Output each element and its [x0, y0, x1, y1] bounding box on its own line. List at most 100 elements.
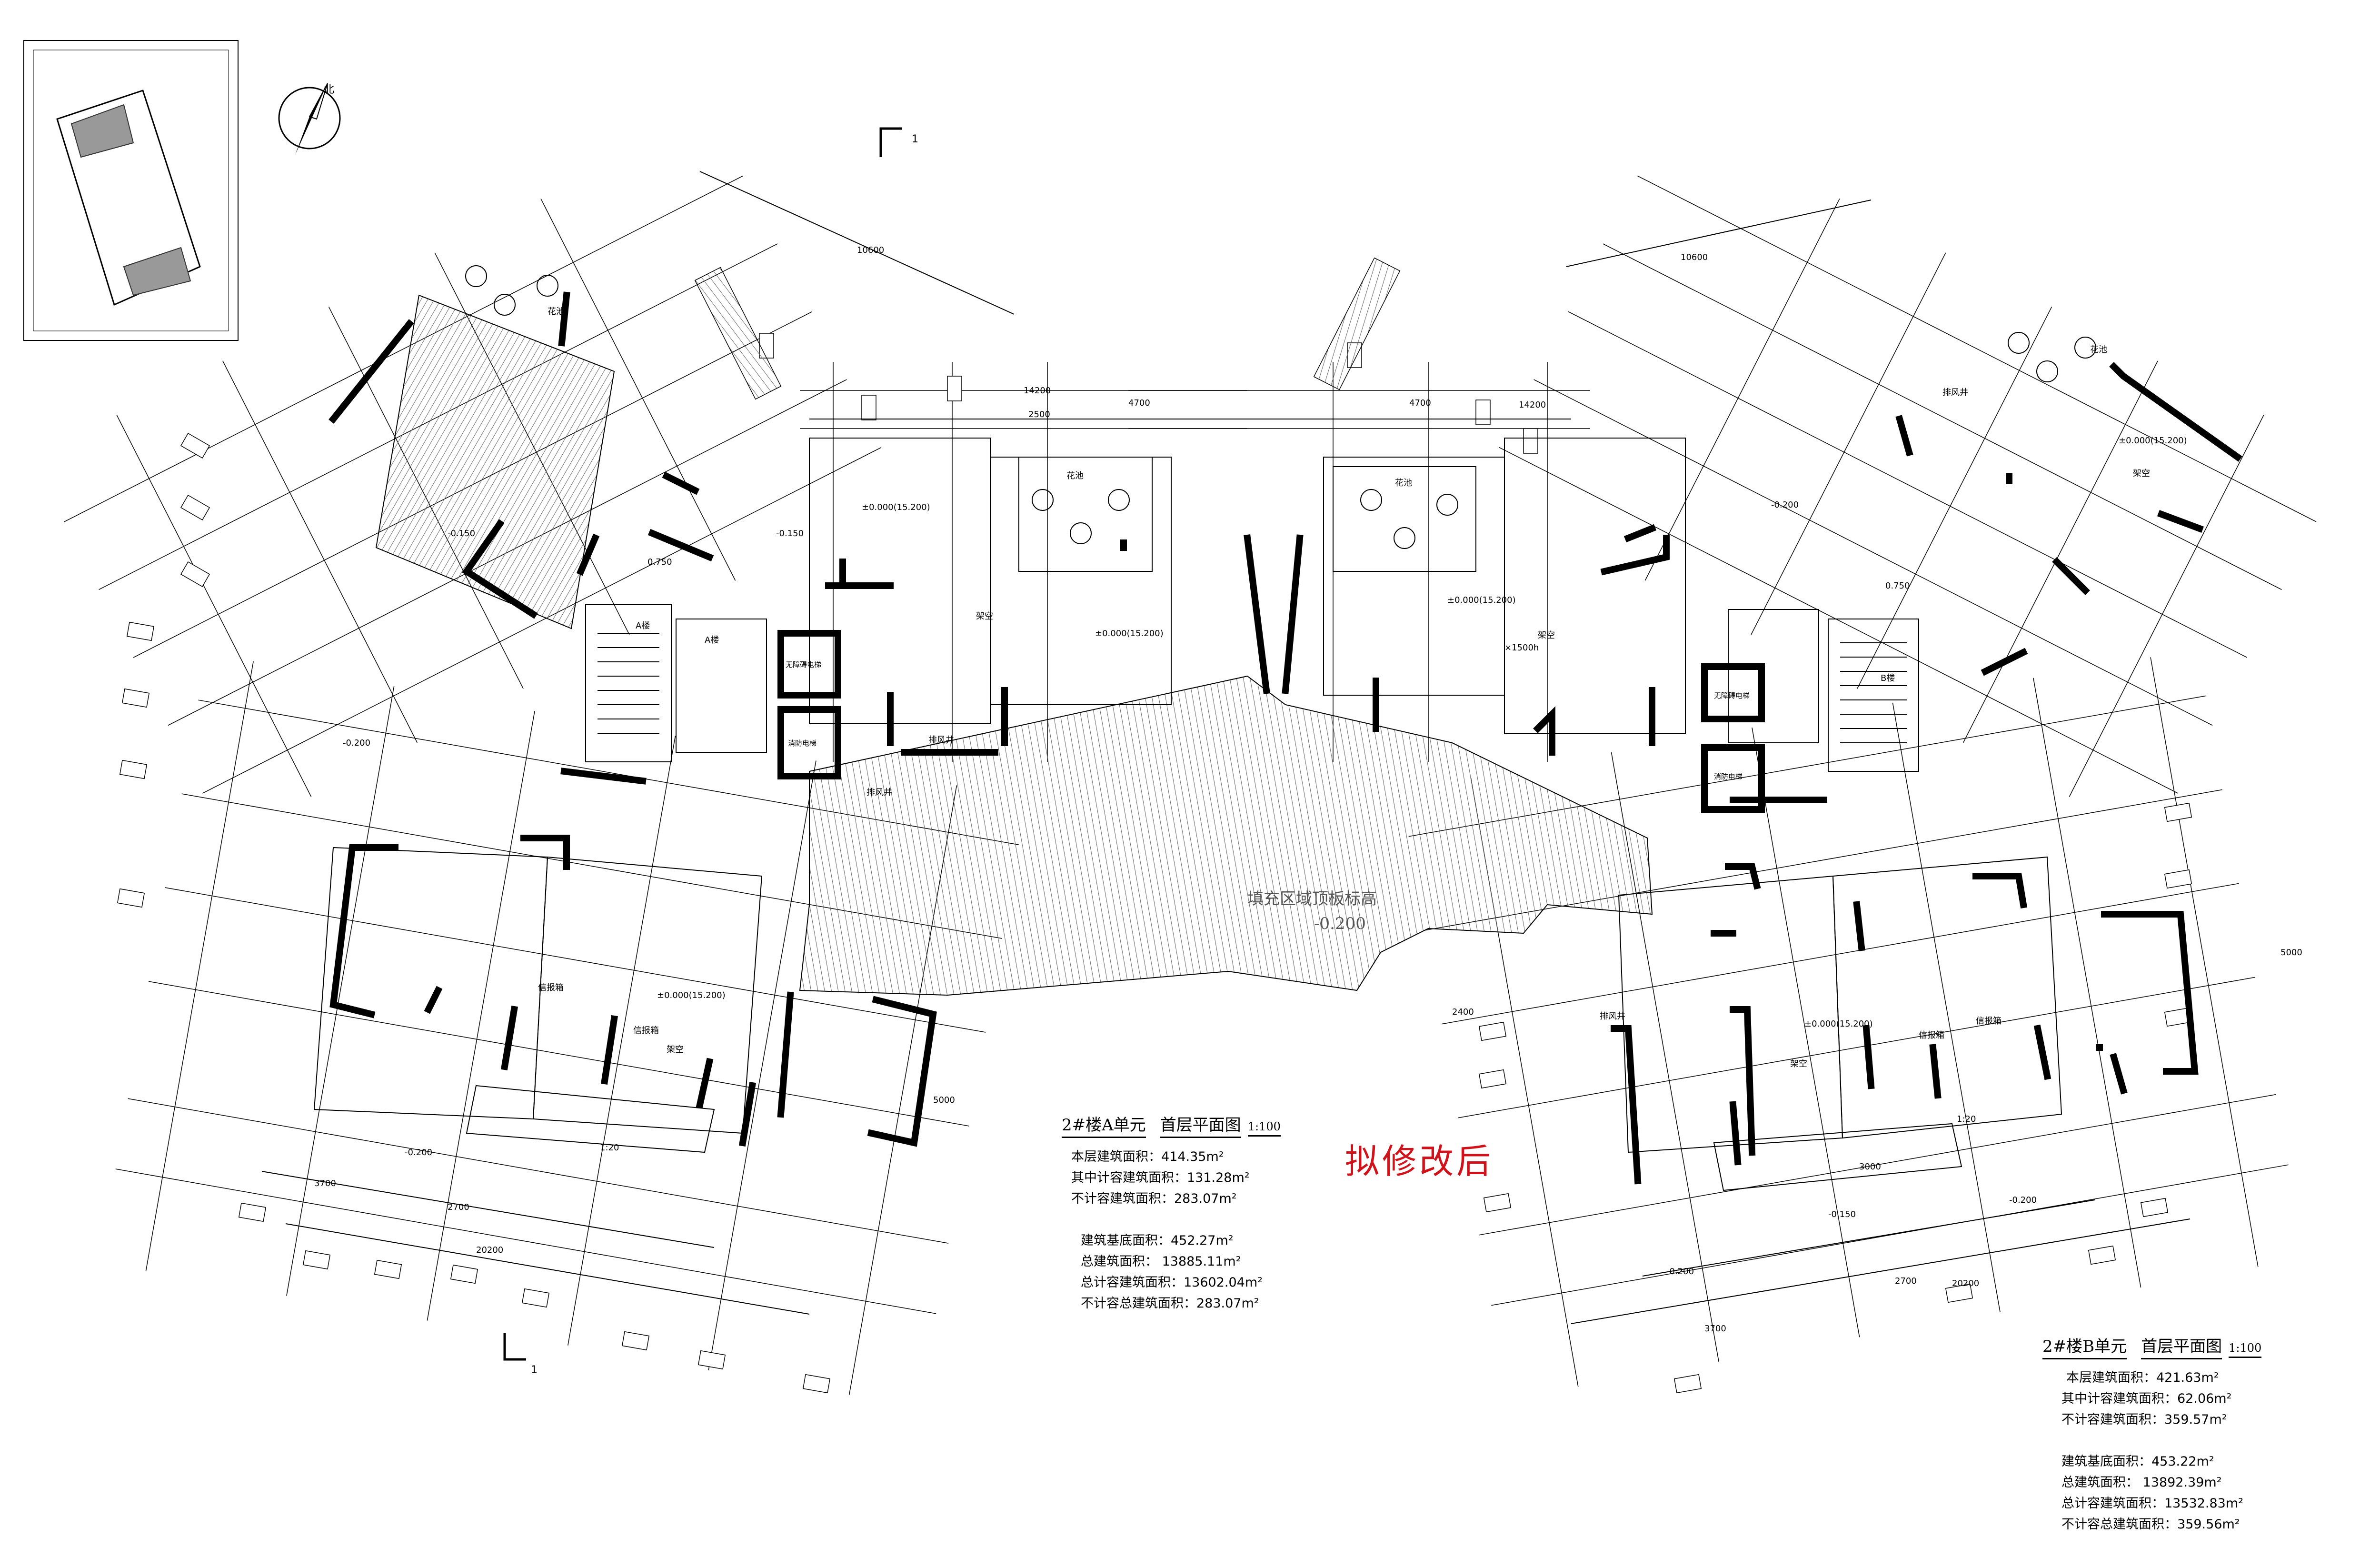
unit-b-title-block: 2#楼B单元首层平面图 1:100: [2042, 1333, 2262, 1359]
dim-5000-b: 5000: [2280, 948, 2302, 958]
unit-b-counted-area: 其中计容建筑面积：62.06m²: [2061, 1391, 2232, 1406]
dim-5000-a: 5000: [933, 1095, 955, 1105]
label-mailbox-4: 信报箱: [1976, 1016, 2002, 1026]
label-garden-center-right: 花池: [1395, 478, 1412, 488]
unit-b-total-counted: 总计容建筑面积：13532.83m²: [2061, 1496, 2243, 1511]
axis-grid: [64, 175, 2317, 1395]
unit-a-title: 2#楼A单元: [1062, 1116, 1146, 1138]
unit-a-scale: 1:100: [1247, 1120, 1281, 1137]
label-level-5: ±0.000(15.200): [2119, 436, 2187, 446]
dim-2700-b: 2700: [1895, 1276, 1917, 1286]
partitions: [261, 171, 2191, 1324]
dim-20200-b: 20200: [1952, 1278, 1980, 1288]
label-stair-a2: A楼: [705, 635, 719, 645]
label-level-neg015-1: -0.150: [448, 529, 476, 539]
label-level-neg020-4: -0.200: [2009, 1195, 2037, 1205]
dim-4700-a: 4700: [1128, 398, 1150, 408]
section-mark-label-top: 1: [912, 133, 918, 145]
unit-a-total-counted: 总计容建筑面积：13602.04m²: [1081, 1275, 1263, 1290]
label-void-3: 架空: [667, 1045, 684, 1055]
label-void-1: 架空: [976, 611, 993, 621]
label-fan-shaft-2: 排风井: [1942, 388, 1968, 398]
dim-3700-b: 3700: [1704, 1324, 1726, 1334]
structural-walls: [329, 291, 2242, 1185]
unit-b-total-area: 总建筑面积： 13892.39m²: [2061, 1475, 2222, 1490]
label-level-neg015-2: -0.150: [776, 529, 804, 539]
dim-14200-a: 14200: [1024, 386, 1051, 396]
label-void-2: 架空: [1538, 630, 1555, 640]
dim-2500: 2500: [1028, 409, 1050, 419]
label-garden-right: 花池: [2090, 345, 2107, 355]
label-level-1500: ×1500h: [1504, 643, 1539, 653]
label-fire-elevator-a: 消防电梯: [788, 739, 817, 748]
label-elevator-b: 无障碍电梯: [1714, 691, 1750, 700]
label-garden-left: 花池: [548, 307, 565, 317]
fill-area-label: 填充区域顶板标高: [1247, 889, 1377, 908]
section-mark-top: [879, 127, 902, 157]
label-stair-b: B楼: [1881, 673, 1895, 683]
unit-a-total-area: 总建筑面积： 13885.11m²: [1081, 1254, 1241, 1269]
label-stair-a: A楼: [636, 621, 650, 631]
hatched-stair-strips: [694, 257, 1401, 400]
north-arrow-icon: [278, 83, 341, 155]
label-void-5: 架空: [2133, 469, 2150, 479]
label-level-neg015-3: -0.150: [1828, 1209, 1856, 1219]
label-mailbox-3: 信报箱: [1919, 1030, 1944, 1040]
label-level-4: ±0.000(15.200): [1804, 1019, 1873, 1029]
unit-a-title-block: 2#楼A单元首层平面图 1:100: [1062, 1112, 1281, 1138]
label-elevator-a: 无障碍电梯: [786, 660, 822, 669]
unit-b-base-area: 建筑基底面积：453.22m²: [2061, 1454, 2214, 1469]
label-level-1: ±0.000(15.200): [1095, 629, 1164, 639]
dim-20200-a: 20200: [476, 1245, 504, 1255]
fill-area-level: -0.200: [1314, 914, 1366, 933]
unit-a-total-uncounted: 不计容总建筑面积：283.07m²: [1081, 1296, 1259, 1311]
label-fire-elevator-b: 消防电梯: [1714, 772, 1743, 781]
unit-b-uncounted-area: 不计容建筑面积：359.57m²: [2061, 1412, 2227, 1427]
label-level-neg020-1: -0.200: [343, 738, 371, 748]
unit-a-plan-name: 首层平面图: [1160, 1116, 1241, 1138]
dim-10600-a: 10600: [857, 245, 885, 255]
label-void-4: 架空: [1790, 1059, 1807, 1069]
section-mark-label-bottom: 1: [531, 1364, 538, 1376]
unit-a-stats: 本层建筑面积：414.35m² 其中计容建筑面积：131.28m² 不计容建筑面…: [1071, 1147, 1263, 1314]
dim-3700-a: 3700: [314, 1178, 336, 1188]
label-mailbox-1: 信报箱: [538, 983, 564, 993]
label-ramp-a: 1:20: [600, 1143, 619, 1153]
unit-b-floor-area: 本层建筑面积：421.63m²: [2066, 1370, 2219, 1385]
dim-3000: 3000: [1859, 1162, 1881, 1172]
unit-a-counted-area: 其中计容建筑面积：131.28m²: [1071, 1170, 1250, 1185]
dim-2400: 2400: [1452, 1007, 1474, 1017]
label-level-2: ±0.000(15.200): [1447, 595, 1516, 605]
unit-a-uncounted-area: 不计容建筑面积：283.07m²: [1071, 1191, 1237, 1206]
section-mark-bottom: [503, 1333, 526, 1361]
unit-a-floor-area: 本层建筑面积：414.35m²: [1071, 1149, 1224, 1164]
label-fan-shaft-3: 排风井: [1600, 1011, 1625, 1021]
unit-b-plan-name: 首层平面图: [2141, 1337, 2222, 1359]
unit-b-total-uncounted: 不计容总建筑面积：359.56m²: [2061, 1517, 2240, 1532]
label-garden-center-left: 花池: [1066, 471, 1084, 481]
label-level-075-1: 0.750: [647, 557, 672, 567]
revision-note: 拟修改后: [1345, 1141, 1494, 1181]
label-level-neg020-3: -0.200: [1666, 1267, 1694, 1277]
label-ramp-b: 1:20: [1957, 1114, 1976, 1124]
key-plan-inset: [23, 40, 239, 341]
dim-2700-a: 2700: [448, 1202, 469, 1212]
dim-4700-b: 4700: [1409, 398, 1431, 408]
hatched-podium-area: [799, 675, 1653, 996]
label-level-6: ±0.000(15.200): [862, 502, 930, 512]
unit-b-scale: 1:100: [2229, 1341, 2262, 1358]
unit-b-stats: 本层建筑面积：421.63m² 其中计容建筑面积：62.06m² 不计容建筑面积…: [2061, 1367, 2243, 1535]
label-mailbox-2: 信报箱: [633, 1026, 659, 1036]
north-label: 北: [324, 84, 335, 96]
dim-14200-b: 14200: [1519, 400, 1546, 410]
label-fan-shaft-1: 排风井: [928, 735, 954, 745]
unit-b-title: 2#楼B单元: [2042, 1337, 2127, 1359]
label-level-neg020-2: -0.200: [405, 1148, 433, 1158]
label-level-075-2: 0.750: [1885, 581, 1910, 591]
unit-a-base-area: 建筑基底面积：452.27m²: [1081, 1233, 1234, 1248]
dim-10600-b: 10600: [1681, 252, 1708, 262]
hatched-upper-left-area: [375, 294, 615, 629]
label-level-3: ±0.000(15.200): [657, 990, 726, 1000]
label-fan-shaft-4: 排风井: [866, 788, 892, 798]
